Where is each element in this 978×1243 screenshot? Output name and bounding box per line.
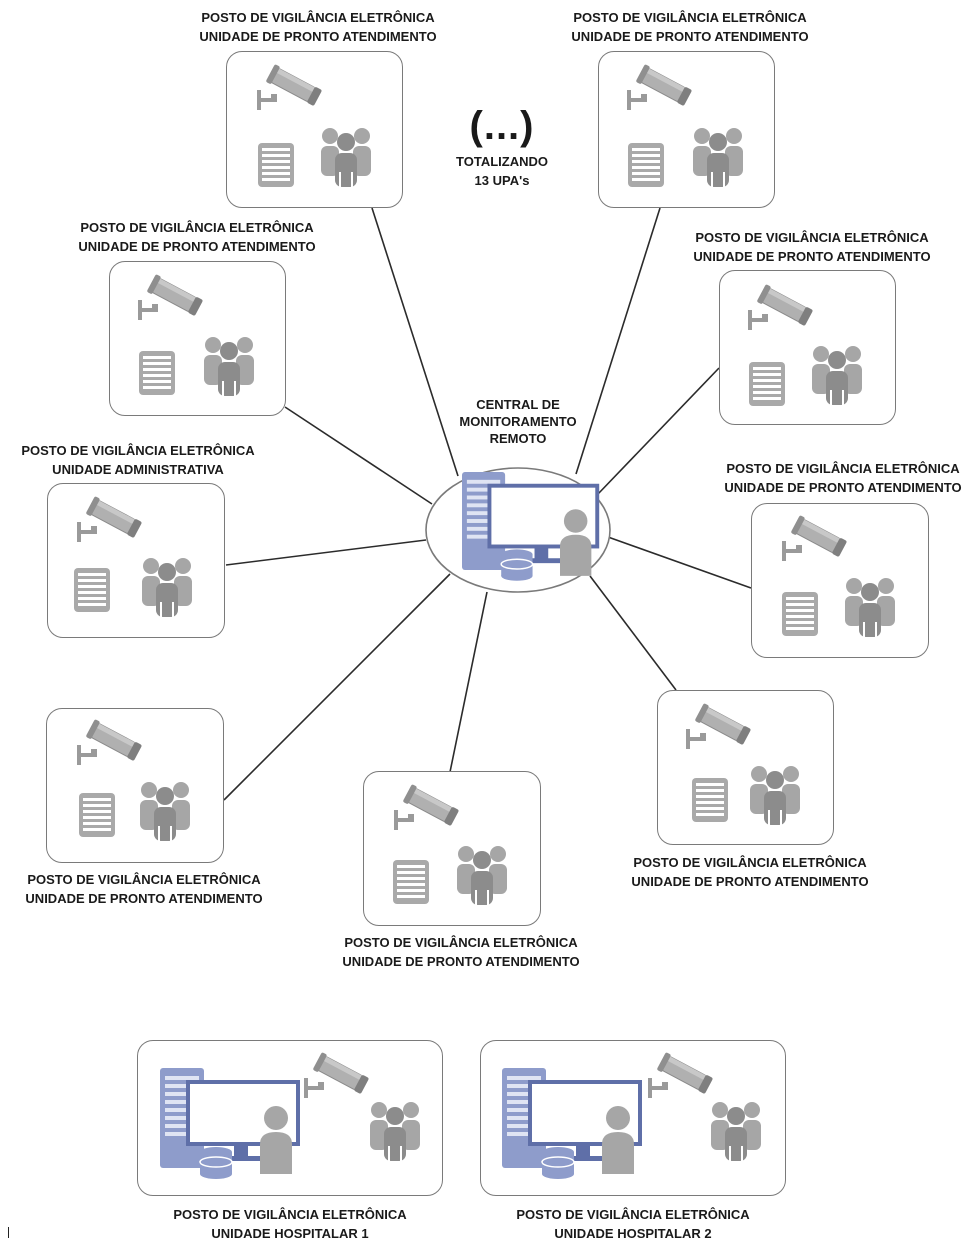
link-upa-bottom — [449, 591, 488, 773]
link-upa-lower-left — [223, 573, 451, 801]
label-hospital-1: POSTO DE VIGILÂNCIA ELETRÔNICA UNIDADE H… — [173, 1205, 406, 1243]
people-group-icon — [140, 782, 190, 841]
total-note: (...) TOTALIZANDO 13 UPA's — [456, 104, 548, 190]
people-group-icon — [812, 346, 862, 405]
people-group-icon — [711, 1102, 761, 1161]
people-group-icon — [693, 128, 743, 187]
cctv-camera-icon — [685, 702, 753, 750]
server-rack-icon — [258, 143, 294, 187]
label-line-1: POSTO DE VIGILÂNCIA ELETRÔNICA — [80, 220, 314, 235]
label-line-1: POSTO DE VIGILÂNCIA ELETRÔNICA — [344, 935, 578, 950]
label-upa-bottom: POSTO DE VIGILÂNCIA ELETRÔNICA UNIDADE D… — [342, 933, 579, 971]
people-group-icon — [457, 846, 507, 905]
people-group-icon — [370, 1102, 420, 1161]
box-upa-top-right — [598, 51, 775, 208]
label-line-2: UNIDADE HOSPITALAR 1 — [211, 1226, 369, 1241]
label-line-1: POSTO DE VIGILÂNCIA ELETRÔNICA — [21, 443, 255, 458]
server-rack-icon — [74, 568, 110, 612]
server-rack-icon — [79, 793, 115, 837]
label-line-2: UNIDADE ADMINISTRATIVA — [52, 462, 224, 477]
people-group-icon — [204, 337, 254, 396]
central-label-line-2: MONITORAMENTO — [459, 414, 577, 429]
monitoring-workstation-icon — [158, 1066, 300, 1181]
box-upa-mid-right — [719, 270, 896, 425]
label-upa-mid-right: POSTO DE VIGILÂNCIA ELETRÔNICA UNIDADE D… — [693, 228, 930, 266]
link-upa-mid-left — [284, 406, 433, 505]
box-upa-mid-left — [109, 261, 286, 416]
cctv-camera-icon — [647, 1051, 715, 1099]
label-upa-lower-right: POSTO DE VIGILÂNCIA ELETRÔNICA UNIDADE D… — [631, 853, 868, 891]
people-group-icon — [750, 766, 800, 825]
people-group-icon — [142, 558, 192, 617]
link-upa-lower-right — [589, 575, 677, 691]
label-hospital-2: POSTO DE VIGILÂNCIA ELETRÔNICA UNIDADE H… — [516, 1205, 749, 1243]
total-line-2: 13 UPA's — [474, 173, 530, 188]
box-upa-top-left — [226, 51, 403, 208]
label-line-1: POSTO DE VIGILÂNCIA ELETRÔNICA — [726, 461, 960, 476]
cctv-camera-icon — [256, 63, 324, 111]
label-line-2: UNIDADE DE PRONTO ATENDIMENTO — [25, 891, 263, 906]
label-line-2: UNIDADE DE PRONTO ATENDIMENTO — [571, 29, 809, 44]
ellipsis-text: (...) — [469, 104, 535, 148]
cctv-camera-icon — [393, 783, 461, 831]
stray-mark — [8, 1227, 9, 1238]
box-upa-lower-left — [46, 708, 224, 863]
label-line-2: UNIDADE DE PRONTO ATENDIMENTO — [199, 29, 437, 44]
connector-lines — [223, 207, 752, 801]
server-rack-icon — [393, 860, 429, 904]
link-upa-top-right — [575, 207, 661, 475]
cctv-camera-icon — [747, 283, 815, 331]
total-line-1: TOTALIZANDO — [456, 154, 548, 169]
label-line-2: UNIDADE DE PRONTO ATENDIMENTO — [693, 249, 931, 264]
label-upa-lower-left: POSTO DE VIGILÂNCIA ELETRÔNICA UNIDADE D… — [25, 870, 262, 908]
label-line-1: POSTO DE VIGILÂNCIA ELETRÔNICA — [695, 230, 929, 245]
link-upa-mid-right — [597, 367, 720, 495]
label-upa-mid-left: POSTO DE VIGILÂNCIA ELETRÔNICA UNIDADE D… — [78, 218, 315, 256]
label-admin-left: POSTO DE VIGILÂNCIA ELETRÔNICA UNIDADE A… — [21, 441, 254, 479]
server-rack-icon — [139, 351, 175, 395]
server-rack-icon — [692, 778, 728, 822]
label-line-1: POSTO DE VIGILÂNCIA ELETRÔNICA — [173, 1207, 407, 1222]
label-line-2: UNIDADE DE PRONTO ATENDIMENTO — [342, 954, 580, 969]
link-upa-right — [607, 536, 752, 589]
box-upa-right — [751, 503, 929, 658]
box-admin-left — [47, 483, 225, 638]
people-group-icon — [845, 578, 895, 637]
server-rack-icon — [749, 362, 785, 406]
central-label: CENTRAL DE MONITORAMENTO REMOTO — [459, 396, 576, 447]
cctv-camera-icon — [76, 495, 144, 543]
label-line-1: POSTO DE VIGILÂNCIA ELETRÔNICA — [201, 10, 435, 25]
box-upa-bottom — [363, 771, 541, 926]
label-line-2: UNIDADE DE PRONTO ATENDIMENTO — [724, 480, 962, 495]
label-line-2: UNIDADE HOSPITALAR 2 — [554, 1226, 712, 1241]
monitoring-workstation-icon — [500, 1066, 642, 1181]
label-line-1: POSTO DE VIGILÂNCIA ELETRÔNICA — [633, 855, 867, 870]
link-admin-left — [225, 539, 427, 566]
label-upa-top-left: POSTO DE VIGILÂNCIA ELETRÔNICA UNIDADE D… — [199, 8, 436, 46]
link-upa-top-left — [371, 207, 459, 477]
label-line-1: POSTO DE VIGILÂNCIA ELETRÔNICA — [516, 1207, 750, 1222]
server-rack-icon — [782, 592, 818, 636]
label-line-1: POSTO DE VIGILÂNCIA ELETRÔNICA — [27, 872, 261, 887]
cctv-camera-icon — [76, 718, 144, 766]
label-line-2: UNIDADE DE PRONTO ATENDIMENTO — [631, 874, 869, 889]
label-line-2: UNIDADE DE PRONTO ATENDIMENTO — [78, 239, 316, 254]
cctv-camera-icon — [781, 514, 849, 562]
cctv-camera-icon — [626, 63, 694, 111]
label-upa-right: POSTO DE VIGILÂNCIA ELETRÔNICA UNIDADE D… — [724, 459, 961, 497]
central-label-line-3: REMOTO — [489, 431, 547, 446]
label-upa-top-right: POSTO DE VIGILÂNCIA ELETRÔNICA UNIDADE D… — [571, 8, 808, 46]
central-monitoring-hub — [425, 467, 611, 593]
people-group-icon — [321, 128, 371, 187]
cctv-camera-icon — [137, 273, 205, 321]
central-label-line-1: CENTRAL DE — [476, 397, 560, 412]
box-upa-lower-right — [657, 690, 834, 845]
label-line-1: POSTO DE VIGILÂNCIA ELETRÔNICA — [573, 10, 807, 25]
server-rack-icon — [628, 143, 664, 187]
cctv-camera-icon — [303, 1051, 371, 1099]
